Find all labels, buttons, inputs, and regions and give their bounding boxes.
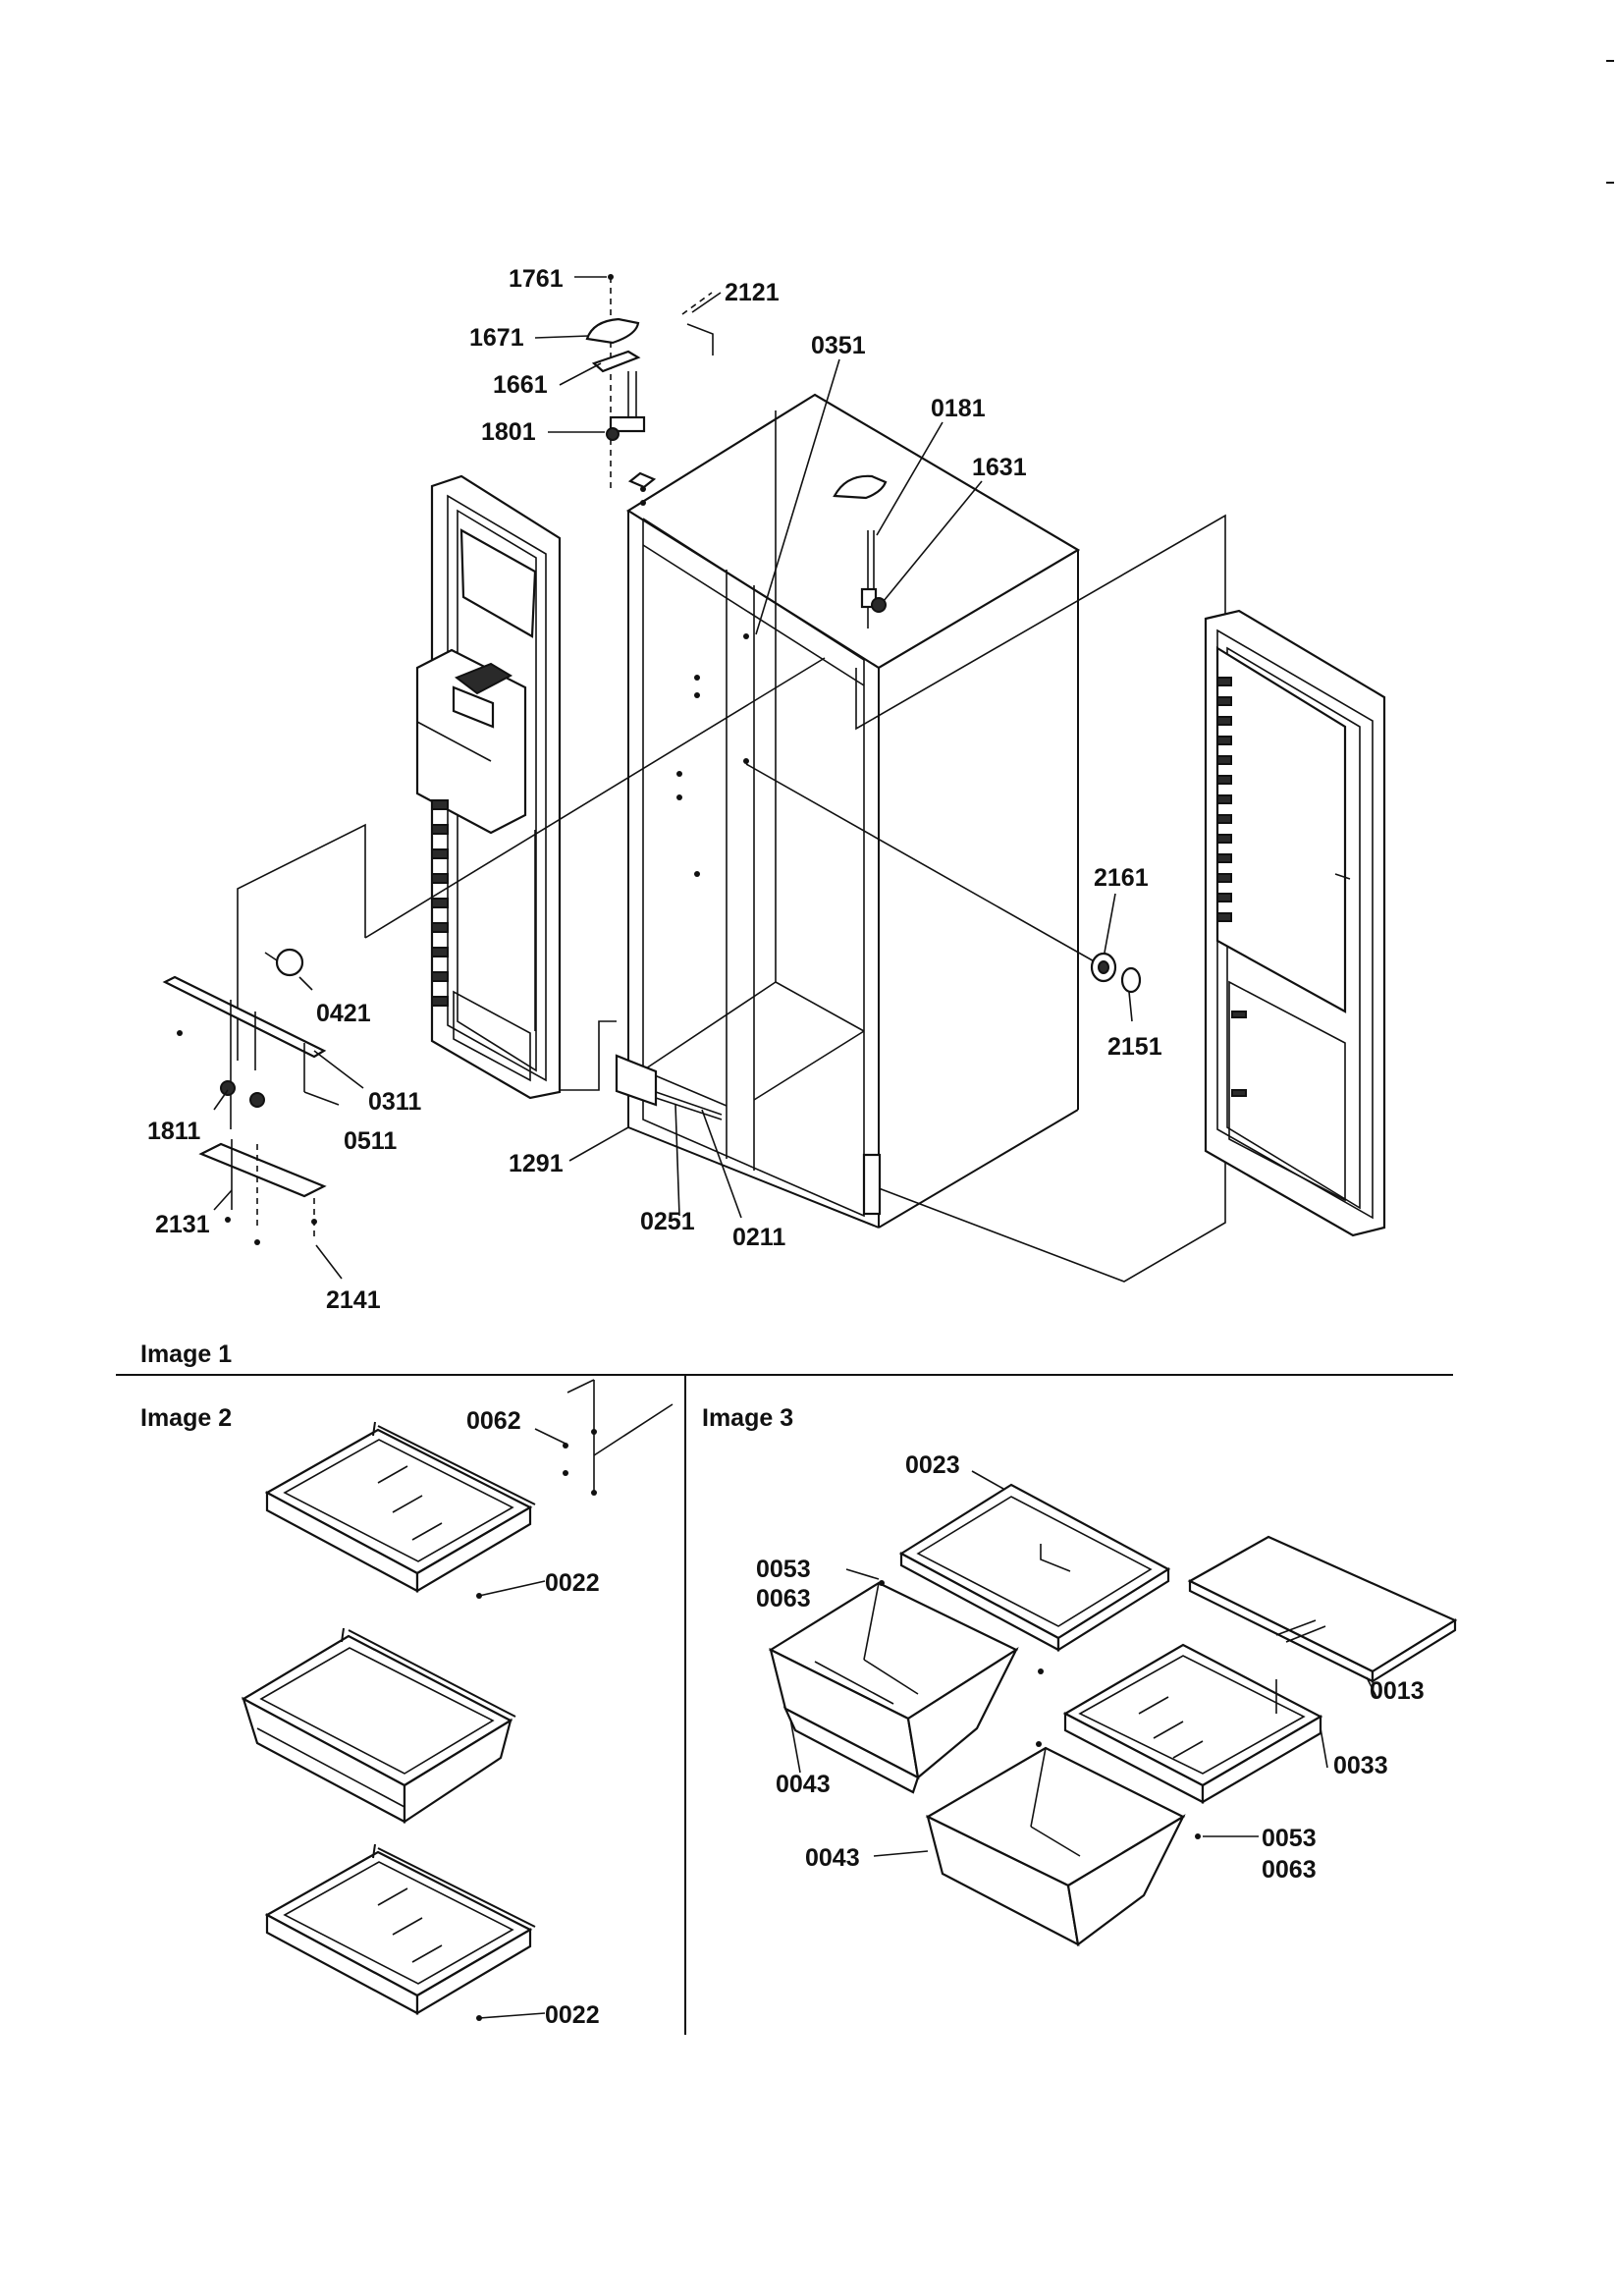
cam-washers xyxy=(1090,952,1142,994)
image1-labels: 1761 1671 1661 1801 2121 0351 0181 1631 … xyxy=(147,265,1162,1314)
section-title-image-1: Image 1 xyxy=(140,1340,232,1368)
label-0511: 0511 xyxy=(344,1127,397,1155)
shelf-screws xyxy=(563,1379,674,1496)
crisper-cover-frame xyxy=(898,1483,1171,1652)
crisper-cover-lower xyxy=(1062,1643,1323,1804)
top-hinge-parts xyxy=(585,274,714,506)
crisper-glass-top xyxy=(1187,1535,1458,1683)
section-title-image-3: Image 3 xyxy=(702,1404,793,1432)
label-2151: 2151 xyxy=(1107,1033,1162,1061)
label-2131: 2131 xyxy=(155,1211,210,1238)
section-title-image-2: Image 2 xyxy=(140,1404,232,1432)
label-2121: 2121 xyxy=(725,279,780,306)
label-0023: 0023 xyxy=(905,1451,960,1479)
left-freezer-door xyxy=(415,474,562,1100)
label-0063-upper: 0063 xyxy=(756,1585,811,1613)
label-0421: 0421 xyxy=(316,1000,371,1027)
shelf-middle xyxy=(241,1627,516,1825)
image3-labels: 0023 0053 0063 0013 0043 0033 0043 0053 … xyxy=(756,1451,1425,1884)
lower-hinge-parts xyxy=(162,948,327,1245)
label-2141: 2141 xyxy=(326,1286,381,1314)
image3-leaders xyxy=(789,1470,1377,1857)
label-0351: 0351 xyxy=(811,332,866,359)
label-1291: 1291 xyxy=(509,1150,564,1177)
crisper-drawer-upper xyxy=(768,1580,1044,1794)
label-1631: 1631 xyxy=(972,454,1027,481)
image2-labels: 0062 0022 0022 xyxy=(466,1407,600,2029)
label-1761: 1761 xyxy=(509,265,564,293)
label-2161: 2161 xyxy=(1094,864,1149,892)
right-fresh-food-door xyxy=(1204,609,1386,1237)
label-1811: 1811 xyxy=(147,1118,200,1145)
label-0022-bottom: 0022 xyxy=(545,2001,600,2029)
left-door-racks xyxy=(431,799,449,1007)
label-0181: 0181 xyxy=(931,395,986,422)
label-0062: 0062 xyxy=(466,1407,521,1435)
label-0053-upper: 0053 xyxy=(756,1556,811,1583)
label-1671: 1671 xyxy=(469,324,524,352)
label-0053-lower: 0053 xyxy=(1262,1825,1317,1852)
label-0211: 0211 xyxy=(732,1224,785,1251)
label-0251: 0251 xyxy=(640,1208,695,1235)
label-0063-lower: 0063 xyxy=(1262,1856,1317,1884)
image2-leaders xyxy=(478,1428,566,2019)
label-0033: 0033 xyxy=(1333,1752,1388,1779)
label-0022-top: 0022 xyxy=(545,1569,600,1597)
label-0043-lower: 0043 xyxy=(805,1844,860,1872)
label-1801: 1801 xyxy=(481,418,536,446)
door-alignment-line xyxy=(237,823,366,1061)
label-0311: 0311 xyxy=(368,1088,421,1116)
right-door-racks xyxy=(1216,677,1232,922)
cabinet xyxy=(560,393,1226,1283)
crisper-drawer-lower xyxy=(925,1741,1201,1946)
label-0013: 0013 xyxy=(1370,1677,1425,1705)
shelf-bottom xyxy=(264,1843,536,2021)
shelf-top xyxy=(264,1421,536,1599)
image1-leaders xyxy=(213,276,1133,1280)
label-0043-upper: 0043 xyxy=(776,1771,831,1798)
label-1661: 1661 xyxy=(493,371,548,399)
